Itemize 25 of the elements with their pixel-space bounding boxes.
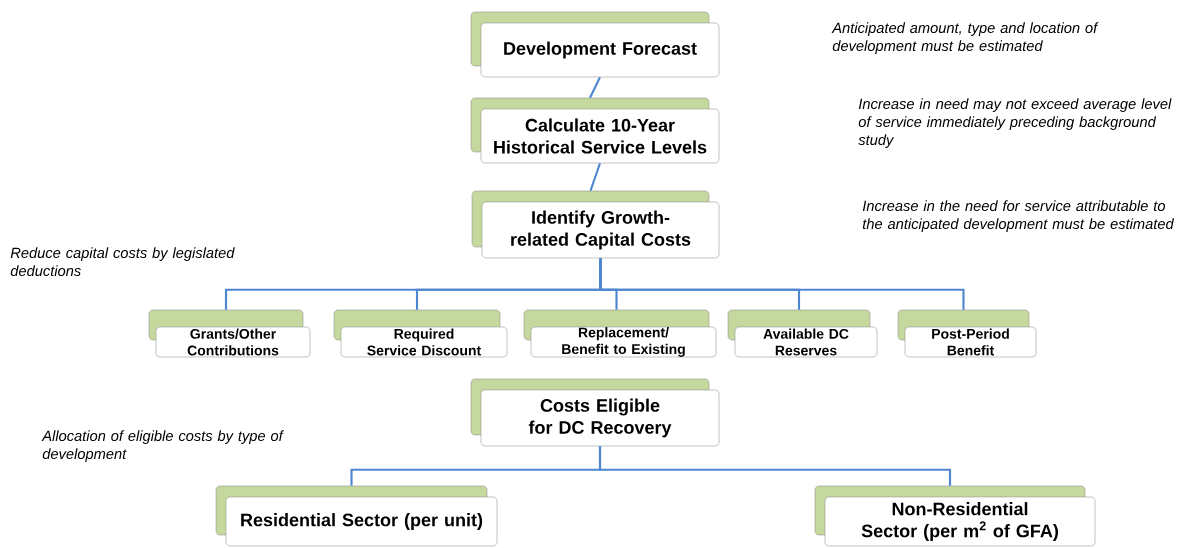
process-box: Residential Sector (per unit) [215, 485, 498, 547]
node-label: Contributions [187, 345, 279, 356]
connector-line [589, 162, 601, 192]
process-box: Non-Residential Sector (per m$^{2}$ of GFA) [814, 485, 1096, 547]
process-box: Grants/Other Contributions [148, 309, 311, 358]
note-text: Increase in need may not exceed average level of service immediately preceding background study [858, 98, 1172, 148]
process-box: Replacement/ Benefit to Existing [523, 309, 717, 358]
connector-line [599, 258, 965, 310]
process-box: Required Service Discount [333, 309, 508, 358]
note-text: Allocation of eligible costs by type of development [41, 430, 284, 462]
connector-line [598, 446, 952, 486]
process-box: Calculate 10-Year Historical Service Levels [470, 97, 720, 164]
node-label: Service Discount [367, 345, 482, 356]
process-box: Post-Period Benefit [897, 309, 1037, 358]
connector-line [589, 76, 601, 99]
node-label: Benefit to Existing [562, 343, 685, 357]
process-box: Costs Eligible for DC Recovery [470, 378, 720, 447]
note-text: Reduce capital costs by legislated deductions [10, 247, 235, 277]
process-box: Development Forecast [470, 11, 720, 78]
process-box: Identify Growth-related Capital Costs [471, 190, 720, 259]
process-box: Available DC Reserves [727, 309, 878, 358]
note-text: Increase in the need for service attributable to the anticipated development must be estimated [862, 200, 1175, 232]
note-text: Anticipated amount, type and location of development must be estimated [831, 22, 1099, 54]
node-label: Reserves [775, 345, 837, 356]
node-label: Benefit [947, 345, 995, 356]
